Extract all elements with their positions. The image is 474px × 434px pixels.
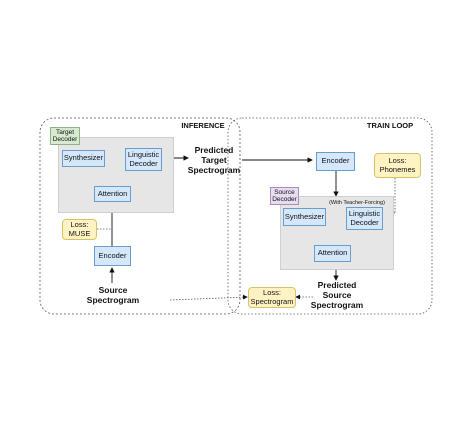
loss-spectrogram-box: Loss: Spectrogram [248,287,296,308]
inference-synthesizer-box: Synthesizer [62,150,105,167]
source-spectrogram-label: Source Spectrogram [86,285,140,305]
loss-phonemes-box: Loss: Phonemes [374,153,421,178]
train-encoder-box: Encoder [316,152,355,171]
inference-encoder-box: Encoder [94,246,131,266]
train-loop-title: TRAIN LOOP [366,121,414,130]
train-loop-outline [227,117,433,315]
inference-outline [39,117,241,315]
train-linguistic-decoder-box: Linguistic Decoder [346,207,383,230]
inference-linguistic-decoder-box: Linguistic Decoder [125,148,162,171]
predicted-source-spectrogram-label: Predicted Source Spectrogram [310,280,364,310]
inference-attention-box: Attention [94,186,131,202]
loss-spectrogram-connector-left [169,294,248,301]
predicted-target-spectrogram-label: Predicted Target Spectrogram [187,145,241,175]
train-attention-box: Attention [314,245,351,262]
loss-muse-box: Loss: MUSE [62,219,97,240]
target-decoder-tag: Target Decoder [50,127,80,145]
train-synthesizer-box: Synthesizer [283,208,326,226]
source-decoder-tag: Source Decoder [270,187,299,205]
teacher-forcing-note: (With Teacher-Forcing) [329,200,385,206]
inference-title: INFERENCE [181,121,225,130]
